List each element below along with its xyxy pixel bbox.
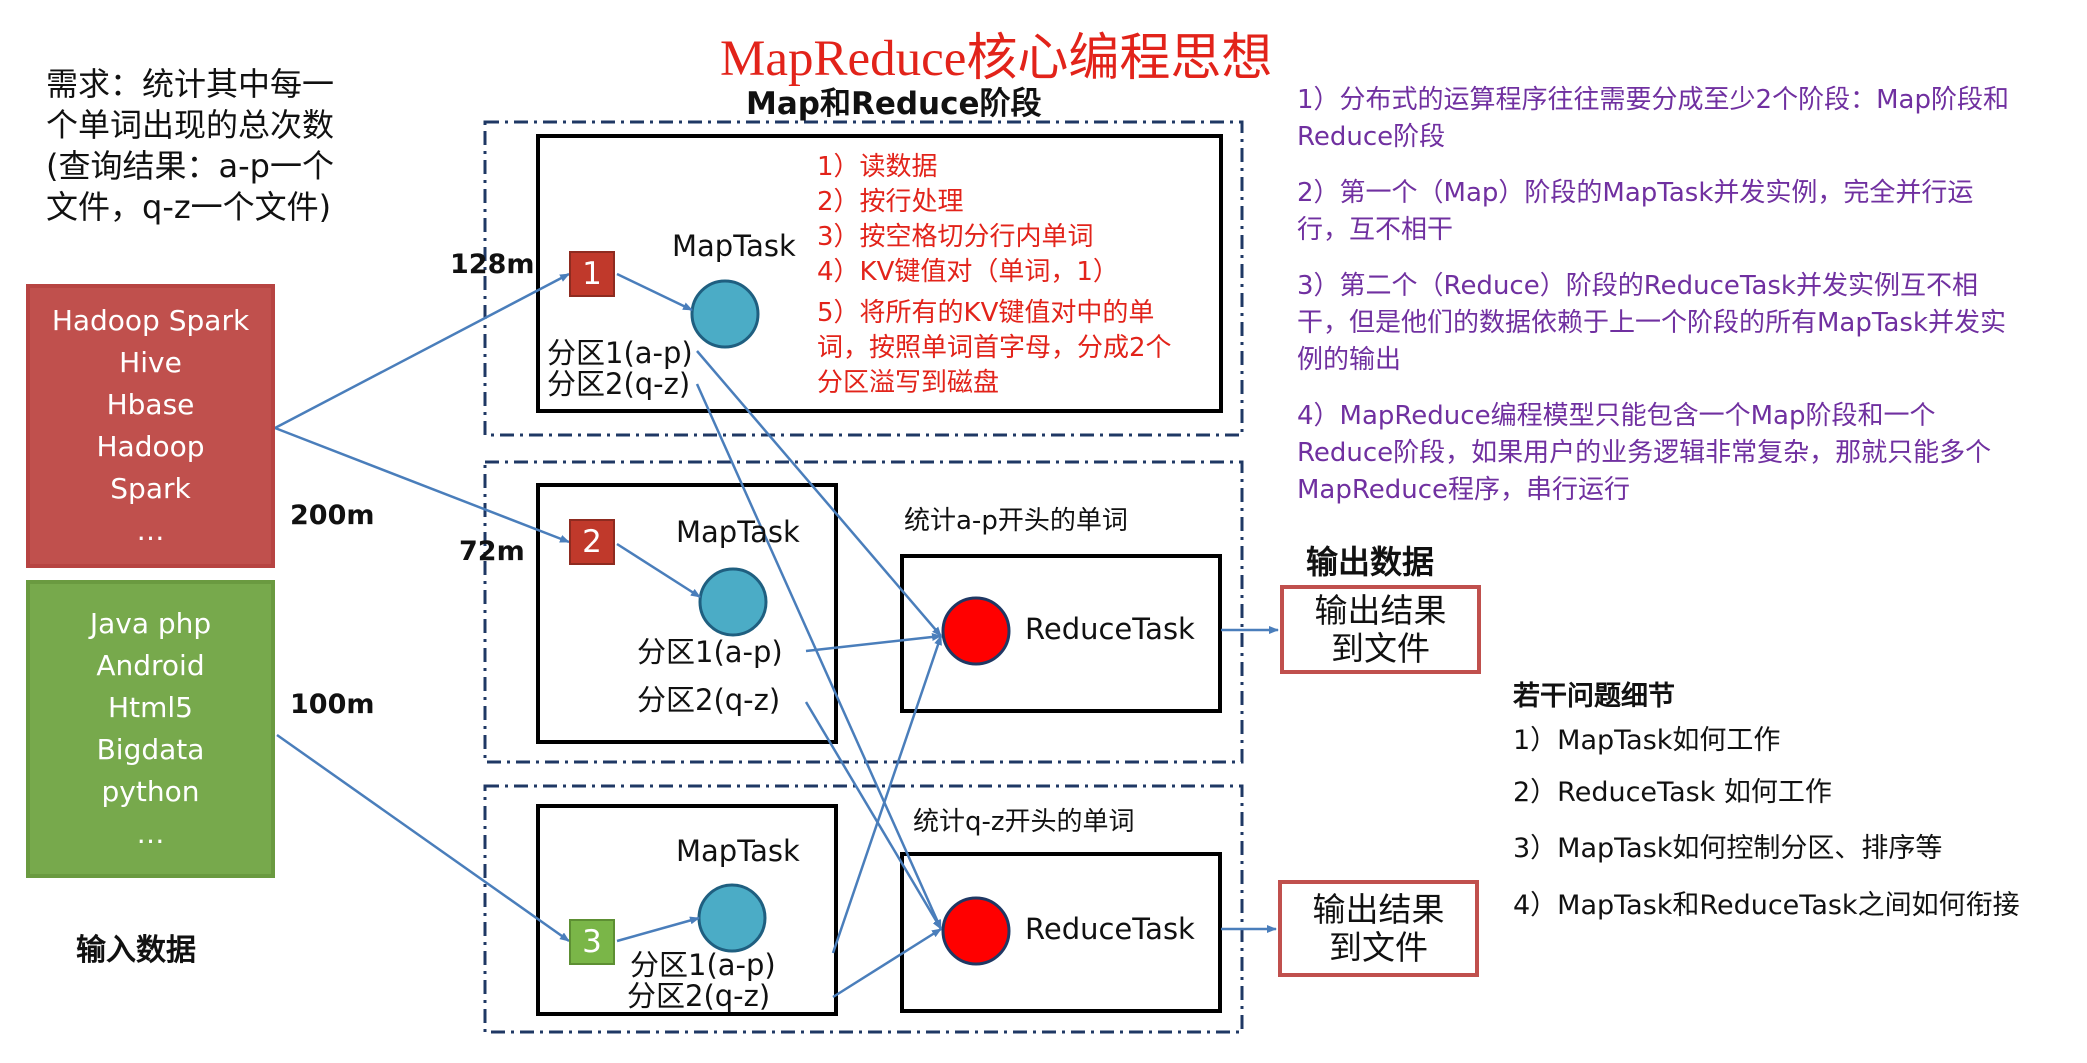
input-line: Hadoop [96,430,205,463]
arrow-split2-map2 [616,542,701,599]
input-line: python [101,775,200,808]
reduce-group-a-p-label: 统计a-p开头的单词 [904,506,1128,536]
reducetask-circle-1 [941,596,1011,666]
requirement-text: 需求：统计其中每一个单词出现的总次数(查询结果：a-p一个文件，q-z一个文件) [46,65,335,226]
map-stage-2-container [483,460,1244,764]
reducetask-circle-2 [941,896,1011,966]
note-item: 2）第一个（Map）阶段的MapTask并发实例，完全并行运行，互不相干 [1297,178,1974,245]
output-line: 到文件 [1329,927,1428,967]
partition-label-map3-p2: 分区2(q-z) [627,979,771,1013]
reducetask-box-1 [900,554,1222,713]
map-step: 5）将所有的KV键值对中的单词，按照单词首字母，分成2个分区溢写到磁盘 [817,298,1172,398]
arrow-input1-split2 [274,426,570,544]
arrow-input1-split1 [274,272,570,430]
output-line: 到文件 [1331,628,1430,668]
maptask-circle-1 [690,279,760,349]
partition-label-map2-p2: 分区2(q-z) [637,683,781,717]
maptask-box-3 [536,804,838,1016]
output-line: 输出结果 [1314,590,1447,630]
map-steps-list: 1）读数据 2）按行处理 3）按空格切分行内单词 4）KV键值对（单词，1） 5… [817,150,1187,401]
file-size-200m: 200m [290,500,375,531]
output-file-1: 输出结果 到文件 [1280,585,1481,674]
input-line: Html5 [108,691,193,724]
notes-list: 1）分布式的运算程序往往需要分成至少2个阶段：Map阶段和Reduce阶段 2）… [1297,82,2017,528]
input-line: Java php [89,607,212,640]
main-title: MapReduce核心编程思想 [720,31,1273,87]
arrow-map2p1-reduce1 [805,633,942,653]
note-item: 3）第二个（Reduce）阶段的ReduceTask并发实例互不相干，但是他们的… [1297,271,2006,375]
output-file-2: 输出结果 到文件 [1278,880,1479,977]
input-line: Hadoop Spark [51,304,250,337]
map-step: 4）KV键值对（单词，1） [817,257,1119,287]
partition-label-map3-p1: 分区1(a-p) [630,948,776,982]
arrow-map1p2-reduce2 [695,383,943,930]
output-line: 输出结果 [1312,889,1445,929]
partition-label-map1-p1: 分区1(a-p) [547,336,693,370]
reducetask-label-2: ReduceTask [1025,912,1195,946]
map-step: 2）按行处理 [817,187,964,217]
input-line: Hive [119,346,182,379]
issues-title: 若干问题细节 [1513,681,1675,712]
map-stage-1-container [483,120,1244,437]
input-line: … [136,514,165,547]
maptask-box-1 [536,134,1223,413]
issue-item: 3）MapTask如何控制分区、排序等 [1513,833,1943,864]
arrow-split3-map3 [616,916,700,943]
arrow-split1-map1 [616,272,693,312]
partition-label-map1-p2: 分区2(q-z) [547,367,691,401]
maptask-circle-2 [698,567,768,637]
issue-item: 2）ReduceTask 如何工作 [1513,777,1832,808]
input-file-1: Hadoop Spark Hive Hbase Hadoop Spark … [26,284,275,568]
partition-label-map2-p1: 分区1(a-p) [637,635,783,669]
map-step: 3）按空格切分行内单词 [817,222,1094,252]
split-1-square: 1 [569,251,615,297]
reduce-group-q-z-label: 统计q-z开头的单词 [913,807,1135,837]
split-size-128m: 128m [450,249,535,280]
maptask-label-2: MapTask [676,515,800,549]
arrow-map1p1-reduce1 [696,350,942,637]
arrow-map3p1-reduce1 [831,635,943,954]
issue-item: 4）MapTask和ReduceTask之间如何衔接 [1513,890,2020,921]
split-size-72m: 72m [459,536,525,567]
note-item: 1）分布式的运算程序往往需要分成至少2个阶段：Map阶段和Reduce阶段 [1297,85,2009,152]
reducetask-label-1: ReduceTask [1025,612,1195,646]
input-line: Android [96,649,205,682]
maptask-label-1: MapTask [672,229,796,263]
reducetask-box-2 [900,852,1222,1013]
maptask-box-2 [536,483,838,744]
arrow-input2-split3 [276,733,570,943]
map-step: 1）读数据 [817,152,938,182]
maptask-label-3: MapTask [676,834,800,868]
file-size-100m: 100m [290,689,375,720]
input-line: Bigdata [96,733,205,766]
split-3-square: 3 [569,919,615,965]
input-line: Hbase [106,388,195,421]
split-2-square: 2 [569,519,615,565]
maptask-circle-3 [697,883,767,953]
issue-item: 1）MapTask如何工作 [1513,725,1781,756]
stage-title: Map和Reduce阶段 [746,86,1042,122]
input-file-2: Java php Android Html5 Bigdata python … [26,580,275,878]
arrow-map2p2-reduce2 [804,701,943,930]
output-data-title: 输出数据 [1306,543,1435,581]
map-stage-3-container [483,784,1244,1034]
input-data-label: 输入数据 [76,933,196,968]
arrow-map3p2-reduce2 [832,927,942,999]
input-line: Spark [110,472,191,505]
note-item: 4）MapReduce编程模型只能包含一个Map阶段和一个Reduce阶段，如果… [1297,401,1992,505]
input-line: … [136,817,165,850]
